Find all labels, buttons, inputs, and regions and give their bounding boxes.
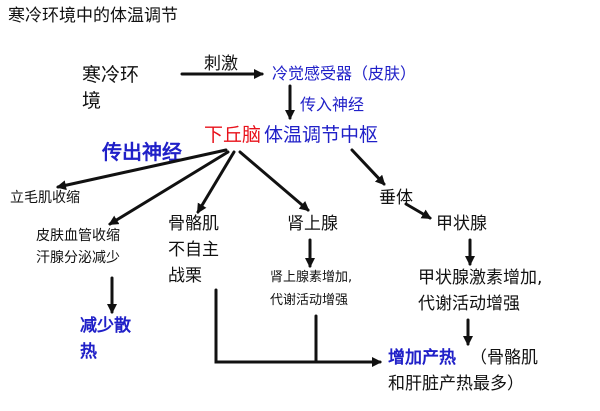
connector-muscle-to-heat (214, 288, 382, 367)
increase-heat-note-line1: （骨骼肌 (470, 348, 538, 368)
adrenal-effect-line1: 肾上腺素增加, (270, 270, 353, 285)
pituitary-label: 垂体 (379, 188, 413, 208)
arrow-to-skeletal-muscle (196, 150, 236, 214)
piloerection-label: 立毛肌收缩 (10, 190, 80, 206)
stimulus-label: 刺激 (204, 54, 238, 74)
hypothalamus-label: 下丘脑 (204, 124, 262, 146)
increase-heat-production-label: 增加产热 (388, 348, 456, 368)
afferent-nerve-label: 传入神经 (300, 95, 365, 114)
skeletal-muscle-line3: 战栗 (168, 266, 202, 286)
arrow-pituitary-to-thyroid (404, 202, 432, 220)
thyroid-effect-line1: 甲状腺激素增加, (418, 268, 543, 288)
thyroid-label: 甲状腺 (436, 214, 487, 234)
skeletal-muscle-line2: 不自主 (168, 240, 219, 260)
vasoconstriction-line2: 汗腺分泌减少 (36, 250, 120, 266)
vasoconstriction-line1: 皮肤血管收缩 (36, 228, 120, 244)
skeletal-muscle-line1: 骨骼肌 (168, 214, 219, 234)
thyroid-effect-line2: 代谢活动增强 (418, 294, 520, 314)
adrenal-effect-line2: 代谢活动增强 (270, 293, 349, 308)
receptor-label: 冷觉感受器（皮肤） (272, 64, 417, 83)
adrenal-label: 肾上腺 (287, 214, 338, 234)
diagram-title: 寒冷环境中的体温调节 (8, 6, 178, 26)
efferent-nerve-label: 传出神经 (102, 140, 182, 164)
reduce-heat-loss-line1: 减少散 (80, 316, 131, 336)
thermoregulation-center-label: 体温调节中枢 (264, 124, 379, 146)
arrow-to-piloerection (56, 148, 228, 191)
arrow-to-adrenal (238, 150, 310, 212)
arrow-to-vasoconstriction (108, 150, 230, 226)
cold-environment-line2: 境 (82, 90, 102, 112)
arrow-to-pituitary (350, 148, 386, 186)
reduce-heat-loss-line2: 热 (80, 342, 97, 362)
increase-heat-note-line2: 和肝脏产热最多） (388, 374, 524, 394)
cold-environment-line1: 寒冷环 (82, 64, 140, 86)
